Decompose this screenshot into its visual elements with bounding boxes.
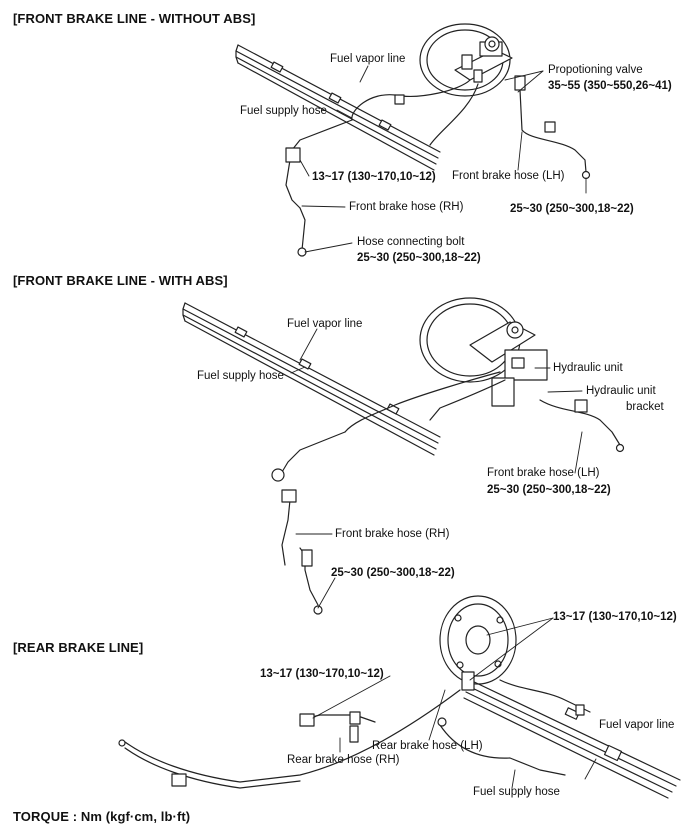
master-cylinder-without-abs — [419, 23, 526, 97]
label-rear-brake-hose-lh: Rear brake hose (LH) — [372, 740, 483, 752]
label-fuel-vapor-line-abs: Fuel vapor line — [287, 318, 363, 330]
label-torque-25-30-rh-abs: 25~30 (250~300,18~22) — [331, 567, 455, 579]
label-front-brake-hose-rh: Front brake hose (RH) — [349, 201, 464, 213]
label-proportioning-valve-torque: 35~55 (350~550,26~41) — [548, 80, 672, 92]
leader-lines — [290, 65, 597, 789]
label-front-brake-hose-rh-abs: Front brake hose (RH) — [335, 528, 450, 540]
brake-lines-with-abs — [271, 371, 625, 615]
label-torque-13-17-rear-left: 13~17 (130~170,10~12) — [260, 668, 384, 680]
label-rear-brake-hose-rh: Rear brake hose (RH) — [287, 754, 400, 766]
rear-brake-drum — [439, 595, 517, 691]
fuel-lines-with-abs — [182, 302, 441, 456]
heading-front-brake-line-with-abs: [FRONT BRAKE LINE - WITH ABS] — [13, 273, 228, 288]
brake-lines-rear — [118, 679, 591, 789]
label-front-brake-hose-lh-torque-abs: 25~30 (250~300,18~22) — [487, 484, 611, 496]
heading-front-brake-line-without-abs: [FRONT BRAKE LINE - WITHOUT ABS] — [13, 11, 256, 26]
label-torque-13-17-rear-right: 13~17 (130~170,10~12) — [553, 611, 677, 623]
label-hose-connecting-bolt: Hose connecting bolt — [357, 236, 465, 248]
label-torque-13-17: 13~17 (130~170,10~12) — [312, 171, 436, 183]
brake-lines-without-abs — [285, 79, 591, 257]
label-fuel-supply-hose-rear: Fuel supply hose — [473, 786, 560, 798]
label-hydraulic-unit-bracket-line1: Hydraulic unit — [586, 385, 656, 397]
label-front-brake-hose-lh: Front brake hose (LH) — [452, 170, 565, 182]
label-torque-25-30-lh: 25~30 (250~300,18~22) — [510, 203, 634, 215]
label-fuel-supply-hose: Fuel supply hose — [240, 105, 327, 117]
rear-drawing — [118, 595, 681, 799]
label-fuel-vapor-line: Fuel vapor line — [330, 53, 406, 65]
label-proportioning-valve: Propotioning valve — [548, 64, 643, 76]
label-hose-connecting-bolt-torque: 25~30 (250~300,18~22) — [357, 252, 481, 264]
with-abs-drawing — [182, 297, 625, 615]
torque-units-note: TORQUE : Nm (kgf·cm, lb·ft) — [13, 809, 191, 824]
fuel-lines-rear — [463, 679, 681, 799]
fuel-lines-without-abs — [235, 44, 441, 171]
label-front-brake-hose-lh-abs: Front brake hose (LH) — [487, 467, 600, 479]
label-fuel-vapor-line-rear: Fuel vapor line — [599, 719, 675, 731]
label-hydraulic-unit: Hydraulic unit — [553, 362, 623, 374]
label-fuel-supply-hose-abs: Fuel supply hose — [197, 370, 284, 382]
master-cylinder-with-abs — [419, 297, 548, 407]
label-hydraulic-unit-bracket-line2: bracket — [626, 401, 664, 413]
without-abs-drawing — [235, 23, 591, 257]
heading-rear-brake-line: [REAR BRAKE LINE] — [13, 640, 144, 655]
